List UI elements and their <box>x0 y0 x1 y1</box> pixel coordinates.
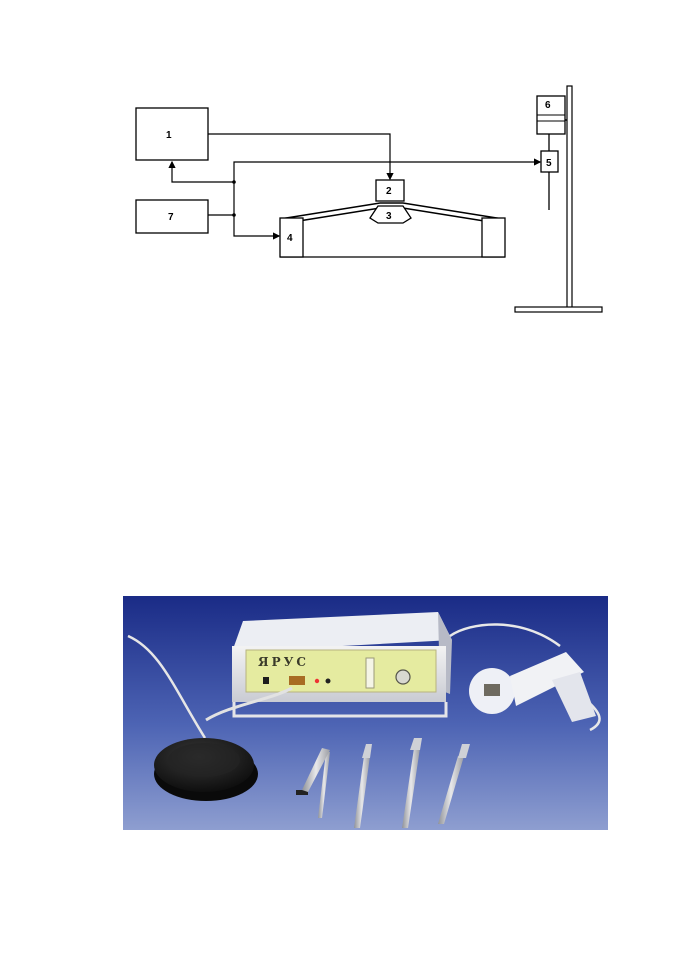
block-3-label: 3 <box>386 211 392 222</box>
beam-plate-upper <box>279 202 504 220</box>
probe-tip-2-head <box>362 744 372 758</box>
block-7 <box>135 199 209 234</box>
handpiece-body <box>510 652 584 706</box>
block-5-label: 5 <box>546 158 552 169</box>
pad-electrode-top <box>168 743 240 777</box>
block-diagram: 1 7 4 2 3 6 5 <box>135 85 603 313</box>
probe-tip-4-head <box>458 744 470 758</box>
link-to-4 <box>233 215 281 240</box>
probe-tip-1 <box>318 752 330 818</box>
block-5 <box>540 150 559 173</box>
display-window <box>365 657 375 689</box>
block-1-label: 1 <box>166 130 172 141</box>
device-unit-top <box>232 612 452 652</box>
pad-cable <box>127 634 207 739</box>
power-switch-icon <box>263 677 269 684</box>
socket-icon <box>325 678 331 684</box>
junction-1 <box>232 180 236 184</box>
link-1-to-2 <box>208 133 394 181</box>
block-4-label: 4 <box>287 233 293 244</box>
stand-base <box>514 306 603 313</box>
indicator-led-icon <box>314 678 320 684</box>
device-brand: ЯРУС <box>258 655 309 669</box>
probe-cable <box>205 686 293 722</box>
block-7-label: 7 <box>168 212 174 223</box>
probe-tip-3 <box>402 748 420 828</box>
probe-tip-4 <box>438 756 464 824</box>
handpiece-cylinder <box>484 684 500 696</box>
link-to-5 <box>233 158 542 215</box>
block-1 <box>135 107 209 161</box>
block-6-label: 6 <box>545 100 551 111</box>
probe-tip-2 <box>354 756 370 828</box>
junction-2 <box>232 213 236 217</box>
handpiece-grip <box>552 672 596 722</box>
block-3 <box>369 205 412 224</box>
probe-tip-3-head <box>410 738 422 750</box>
control-knob-icon <box>395 669 411 685</box>
block-2-label: 2 <box>386 186 392 197</box>
probe-tip-1-head <box>296 790 308 795</box>
output-connector-icon <box>289 676 305 685</box>
handpiece-cable-in <box>449 623 561 648</box>
right-support <box>481 217 506 258</box>
probe-tip-1-neck <box>302 748 330 792</box>
link-to-1 <box>168 160 234 183</box>
